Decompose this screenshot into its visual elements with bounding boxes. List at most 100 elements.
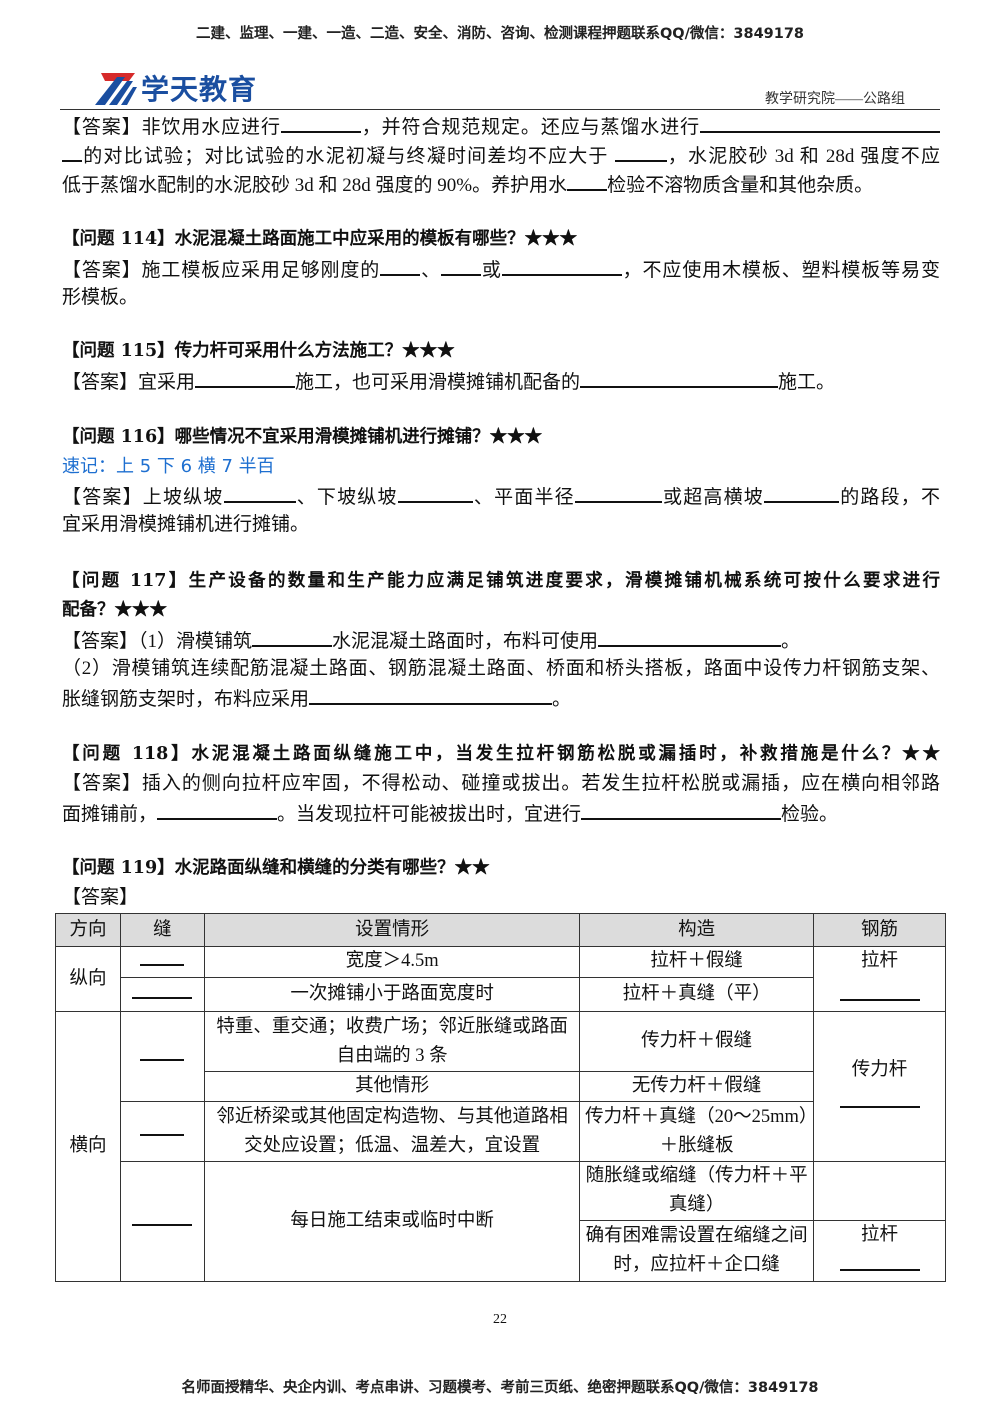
joint-blank xyxy=(119,1101,205,1162)
fill-in-blank xyxy=(567,169,608,191)
question-title-line: 【问题 119】水泥路面纵缝和横缝的分类有哪些？★★ xyxy=(62,854,940,883)
rebar-text: 拉杆 xyxy=(861,951,899,971)
fill-in-blank xyxy=(501,254,622,276)
question-title-line: 【问题 116】哪些情况不宜采用滑模摊铺机进行摊铺？★★★ xyxy=(62,423,940,452)
text-line: （2）滑模铺筑连续配筋混凝土路面、钢筋混凝土路面、桥面和桥头搭板，路面中设传力杆… xyxy=(62,654,940,683)
fill-in-blank xyxy=(62,140,82,162)
joint-blank xyxy=(119,946,205,978)
text-segment: 或 xyxy=(480,260,502,281)
joint-classification-table: 方向 缝 设置情形 构造 钢筋 纵向 宽度＞4.5m 拉杆＋假缝 拉杆 一次摊铺… xyxy=(55,913,946,1282)
question-title-line: 【问题 114】水泥混凝土路面施工中应采用的模板有哪些？★★★ xyxy=(62,225,940,254)
text-segment: 【问题 118】水泥混凝土路面纵缝施工中，当发生拉杆钢筋松脱或漏插时，补救措施是… xyxy=(62,744,940,764)
text-segment: 【问题 119】水泥路面纵缝和横缝的分类有哪些？★★ xyxy=(62,858,490,878)
question-block: 【问题 115】传力杆可采用什么方法施工？★★★【答案】宜采用施工，也可采用滑模… xyxy=(62,337,940,395)
fill-in-blank xyxy=(195,366,296,388)
text-segment: 水泥混凝土路面时，布料可使用 xyxy=(332,631,599,652)
fill-in-blank xyxy=(157,798,278,820)
rebar-text: 传力杆 xyxy=(851,1059,908,1080)
table-cell: 一次摊铺小于路面宽度时 xyxy=(203,976,581,1013)
text-segment: 。 xyxy=(781,631,801,652)
rebar-cell: 拉杆 xyxy=(813,1220,946,1282)
text-line: 【答案】（1）滑模铺筑 水泥混凝土路面时，布料可使用 。 xyxy=(62,625,940,654)
memo-line: 速记：上 5 下 6 横 7 半百 xyxy=(62,452,940,481)
text-segment: 【答案】插入的侧向拉杆应牢固，不得松动、碰撞或拔出。若发生拉杆松脱或漏插，应在横… xyxy=(62,773,940,794)
text-line: 形模板。 xyxy=(62,283,940,312)
fill-in-blank xyxy=(223,481,296,503)
header-promo: 二建、监理、一建、一造、二造、安全、消防、咨询、检测课程押题联系QQ/微信：38… xyxy=(195,26,805,42)
table-cell: 拉杆＋假缝 xyxy=(579,946,815,978)
text-segment: 【答案】（1）滑模铺筑 xyxy=(62,631,253,652)
text-segment: 胀缝钢筋支架时，布料应采用 xyxy=(62,689,310,710)
text-segment: ，并符合规范规定。还应与蒸馏水进行 xyxy=(360,117,700,138)
table-header: 方向 xyxy=(55,913,121,947)
rebar-cell: 拉杆 xyxy=(813,946,946,1012)
text-segment: 检验。 xyxy=(781,804,839,825)
text-segment: 【答案】上坡纵坡 xyxy=(62,487,224,508)
fill-in-blank xyxy=(397,481,473,503)
text-line: 【答案】上坡纵坡、下坡纵坡、平面半径或超高横坡的路段，不 xyxy=(62,481,940,510)
table-cell: 传力杆＋假缝 xyxy=(579,1011,815,1072)
question-block: 【问题 114】水泥混凝土路面施工中应采用的模板有哪些？★★★【答案】施工模板应… xyxy=(62,225,940,312)
text-segment: 的路段，不 xyxy=(839,487,940,508)
header-divider xyxy=(60,109,940,110)
fill-in-blank xyxy=(614,140,667,162)
joint-blank xyxy=(119,1011,205,1102)
text-segment: 【答案】宜采用 xyxy=(62,372,196,393)
table-cell: 确有困难需设置在缩缝之间时，应拉杆＋企口缝 xyxy=(579,1220,815,1282)
table-cell: 拉杆＋真缝（平） xyxy=(579,976,815,1013)
direction-longitudinal: 纵向 xyxy=(55,946,121,1012)
text-segment: 【问题 116】哪些情况不宜采用滑模摊铺机进行摊铺？★★★ xyxy=(62,427,543,447)
text-segment: 。当发现拉杆可能被拔出时，宜进行 xyxy=(277,804,582,825)
text-segment: 速记：上 5 下 6 横 7 半百 xyxy=(62,456,275,477)
rebar-cell: 传力杆 xyxy=(813,1011,946,1162)
answer-block: 【答案】非饮用水应进行，并符合规范规定。还应与蒸馏水进行的对比试验；对比试验的水… xyxy=(62,111,940,198)
text-segment: 、 xyxy=(420,260,441,281)
fill-in-blank xyxy=(764,481,839,503)
text-segment: ，水泥胶砂 3d 和 28d 强度不应 xyxy=(666,146,940,167)
logo: 学天教育 xyxy=(95,68,257,108)
text-segment: 低于蒸馏水配制的水泥胶砂 3d 和 28d 强度的 90%。养护用水 xyxy=(62,175,568,196)
text-segment: 施工，也可采用滑模摊铺机配备的 xyxy=(295,372,581,393)
table-cell: 其他情形 xyxy=(203,1071,581,1102)
table-header: 设置情形 xyxy=(203,913,581,947)
logo-text: 学天教育 xyxy=(141,73,258,106)
fill-in-blank xyxy=(380,254,421,276)
text-line: 低于蒸馏水配制的水泥胶砂 3d 和 28d 强度的 90%。养护用水 检验不溶物质… xyxy=(62,169,940,198)
fill-in-blank xyxy=(574,481,662,503)
text-line: 【答案】插入的侧向拉杆应牢固，不得松动、碰撞或拔出。若发生拉杆松脱或漏插，应在横… xyxy=(62,769,940,798)
table-cell: 随胀缝或缩缝（传力杆＋平真缝） xyxy=(579,1161,815,1221)
text-segment: ，不应使用木模板、塑料模板等易变 xyxy=(621,260,940,281)
page-number: 22 xyxy=(493,1312,507,1327)
question-block: 【问题 116】哪些情况不宜采用滑模摊铺机进行摊铺？★★★ 速记：上 5 下 6 … xyxy=(62,423,940,539)
fill-in-blank xyxy=(280,111,361,133)
table-cell: 特重、重交通；收费广场；邻近胀缝或路面自由端的 3 条 xyxy=(203,1011,581,1072)
joint-blank xyxy=(119,976,205,1013)
department-label: 教学研究院——公路组 xyxy=(765,92,905,107)
text-segment: 配备？★★★ xyxy=(62,600,167,620)
text-line: 【答案】宜采用施工，也可采用滑模摊铺机配备的施工。 xyxy=(62,366,940,395)
fill-in-blank xyxy=(699,111,940,133)
footer-promo: 名师面授精华、央企内训、考点串讲、习题模考、考前三页纸、绝密押题联系QQ/微信：… xyxy=(181,1380,819,1396)
fill-in-blank xyxy=(581,798,782,820)
table-cell: 邻近桥梁或其他固定构造物、与其他道路相交处应设置；低温、温差大，宜设置 xyxy=(203,1101,581,1162)
text-line: 的对比试验；对比试验的水泥初凝与终凝时间差均不应大于 ，水泥胶砂 3d 和 28… xyxy=(62,140,940,169)
fill-in-blank xyxy=(598,625,782,647)
table-header: 缝 xyxy=(119,913,205,947)
text-segment: 、下坡纵坡 xyxy=(295,487,398,508)
text-segment: 或超高横坡 xyxy=(661,487,764,508)
question-block: 【问题 117】生产设备的数量和生产能力应满足铺筑进度要求，滑模摊铺机械系统可按… xyxy=(62,567,940,712)
text-line: 胀缝钢筋支架时，布料应采用。 xyxy=(62,683,940,712)
table-cell: 宽度＞4.5m xyxy=(203,946,581,978)
text-segment: 面摊铺前， xyxy=(62,804,158,825)
text-segment: 【答案】 xyxy=(62,887,139,908)
fill-in-blank xyxy=(440,254,481,276)
question-block: 【问题 119】水泥路面纵缝和横缝的分类有哪些？★★ 【答案】 xyxy=(62,854,940,912)
question-title-line: 【问题 117】生产设备的数量和生产能力应满足铺筑进度要求，滑模摊铺机械系统可按… xyxy=(62,567,940,596)
fill-in-blank xyxy=(252,625,333,647)
text-segment: 【问题 117】生产设备的数量和生产能力应满足铺筑进度要求，滑模摊铺机械系统可按… xyxy=(62,571,940,591)
text-segment: 宜采用滑模摊铺机进行摊铺。 xyxy=(62,514,310,535)
direction-transverse: 横向 xyxy=(55,1011,121,1282)
text-segment: 检验不溶物质含量和其他杂质。 xyxy=(607,175,874,196)
rebar-text: 拉杆 xyxy=(861,1225,899,1245)
table-header: 钢筋 xyxy=(813,913,946,947)
